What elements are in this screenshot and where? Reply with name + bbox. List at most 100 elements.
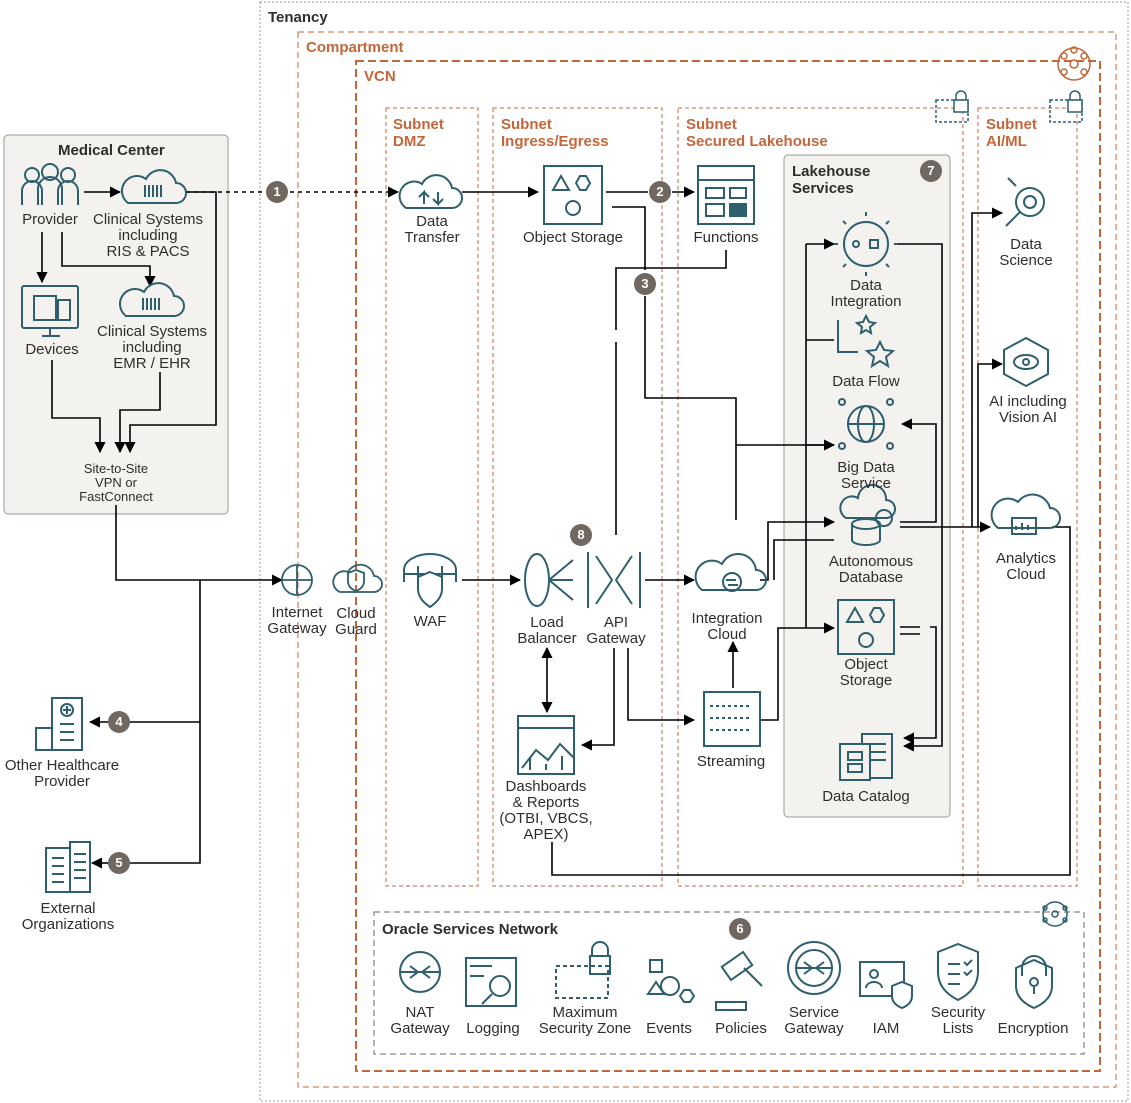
office-building-icon: [45, 841, 91, 893]
events-label: Events: [646, 1020, 692, 1037]
integration-cloud-icon: [694, 553, 767, 592]
logging-icon: [465, 957, 517, 1007]
vcn-label: VCN: [364, 68, 396, 85]
autonomous-database-icon: [839, 483, 896, 546]
cloud-guard-icon: [332, 563, 383, 593]
ai-vision-icon: [1003, 336, 1049, 388]
big-data-label: Big Data Service: [837, 459, 895, 492]
nat-gateway-label: NAT Gateway: [390, 1004, 450, 1037]
lakehouse-object-storage-label: Object Storage: [839, 656, 893, 689]
osn-box: [373, 911, 1085, 1055]
data-integration-label: Data Integration: [830, 277, 902, 310]
clinical-emr-label: Clinical Systems including EMR / EHR: [96, 323, 208, 372]
analytics-cloud-label: Analytics Cloud: [995, 550, 1057, 583]
data-catalog-label: Data Catalog: [822, 788, 910, 805]
compartment-label: Compartment: [306, 39, 404, 56]
medical-center-label: Medical Center: [58, 142, 165, 159]
functions-icon: [697, 165, 755, 225]
aiml-lock-icon: [1049, 90, 1083, 123]
step-badge-8: 8: [570, 524, 592, 546]
subnet-dmz-box: [385, 107, 479, 887]
lakehouse-lock-icon: [935, 90, 969, 123]
devices-label: Devices: [25, 341, 79, 358]
step-badge-2: 2: [649, 181, 671, 203]
data-science-label: Data Science: [999, 236, 1053, 269]
object-storage-label: Object Storage: [522, 229, 624, 246]
big-data-service-icon: [838, 398, 894, 450]
object-storage-icon: [543, 165, 603, 225]
data-catalog-icon: [839, 733, 893, 781]
step-badge-4: 4: [108, 711, 130, 733]
other-healthcare-label: Other Healthcare Provider: [4, 757, 120, 790]
functions-label: Functions: [693, 229, 759, 246]
service-gateway-label: Service Gateway: [784, 1004, 844, 1037]
step-badge-7: 7: [920, 160, 942, 182]
policies-icon: [715, 950, 763, 1011]
vpn-label: Site-to-Site VPN or FastConnect: [79, 461, 153, 504]
step-badge-5: 5: [108, 852, 130, 874]
lakehouse-services-label: Lakehouse Services: [792, 163, 871, 197]
integration-cloud-label: Integration Cloud: [691, 610, 763, 643]
load-balancer-icon: [524, 553, 574, 607]
load-balancer-label: Load Balancer: [517, 614, 577, 647]
subnet-lakehouse-label: Subnet Secured Lakehouse: [686, 116, 828, 150]
dashboards-label: Dashboards & Reports (OTBI, VBCS, APEX): [499, 778, 593, 843]
osn-label: Oracle Services Network: [382, 921, 558, 938]
internet-gateway-icon: [281, 564, 313, 596]
max-security-zone-label: Maximum Security Zone: [538, 1004, 632, 1037]
nat-gateway-icon: [399, 951, 441, 993]
api-gateway-icon: [587, 552, 641, 608]
maximum-security-zone-icon: [555, 941, 611, 999]
compartment-box: [297, 31, 1117, 1088]
subnet-lakehouse-box: [677, 107, 964, 887]
devices-icon: [21, 285, 79, 337]
osn-network-icon: [1042, 901, 1068, 927]
ai-vision-label: AI including Vision AI: [989, 393, 1067, 426]
encryption-label: Encryption: [997, 1020, 1069, 1037]
tenancy-box: [259, 1, 1129, 1102]
compartment-network-icon: [1057, 46, 1091, 81]
provider-icon: [21, 163, 79, 205]
subnet-aiml-box: [977, 107, 1078, 887]
analytics-cloud-icon: [990, 493, 1061, 535]
iam-label: IAM: [872, 1020, 900, 1037]
data-flow-icon: [837, 313, 896, 369]
subnet-dmz-label: Subnet DMZ: [393, 116, 444, 150]
streaming-label: Streaming: [696, 753, 766, 770]
hospital-icon: [35, 697, 83, 751]
data-flow-label: Data Flow: [832, 373, 900, 390]
clinical-ris-label: Clinical Systems including RIS & PACS: [92, 211, 204, 260]
data-integration-icon: [834, 212, 898, 276]
security-lists-icon: [937, 942, 979, 1002]
lakehouse-object-storage-icon: [837, 599, 895, 655]
provider-label: Provider: [22, 211, 78, 228]
events-icon: [646, 959, 696, 1003]
autonomous-db-label: Autonomous Database: [828, 553, 914, 586]
waf-label: WAF: [413, 613, 447, 630]
service-gateway-icon: [787, 941, 841, 995]
waf-icon: [403, 553, 457, 609]
tenancy-label: Tenancy: [268, 9, 328, 26]
dashboards-icon: [517, 715, 575, 775]
subnet-ingress-label: Subnet Ingress/Egress: [501, 116, 609, 150]
clinical-systems-ris-icon: [121, 169, 187, 204]
encryption-icon: [1015, 955, 1053, 1010]
data-science-icon: [1005, 177, 1045, 227]
policies-label: Policies: [715, 1020, 767, 1037]
subnet-ingress-box: [492, 107, 663, 887]
internet-gateway-label: Internet Gateway: [267, 604, 327, 637]
streaming-icon: [703, 691, 761, 747]
iam-icon: [859, 961, 913, 1010]
clinical-systems-emr-icon: [119, 282, 185, 317]
subnet-aiml-label: Subnet AI/ML: [986, 116, 1037, 150]
security-lists-label: Security Lists: [930, 1004, 986, 1037]
step-badge-1: 1: [266, 181, 288, 203]
logging-label: Logging: [466, 1020, 520, 1037]
step-badge-6: 6: [729, 918, 751, 940]
external-orgs-label: External Organizations: [21, 900, 115, 933]
api-gateway-label: API Gateway: [586, 614, 646, 647]
data-transfer-label: Data Transfer: [404, 213, 460, 246]
cloud-guard-label: Cloud Guard: [335, 605, 377, 638]
